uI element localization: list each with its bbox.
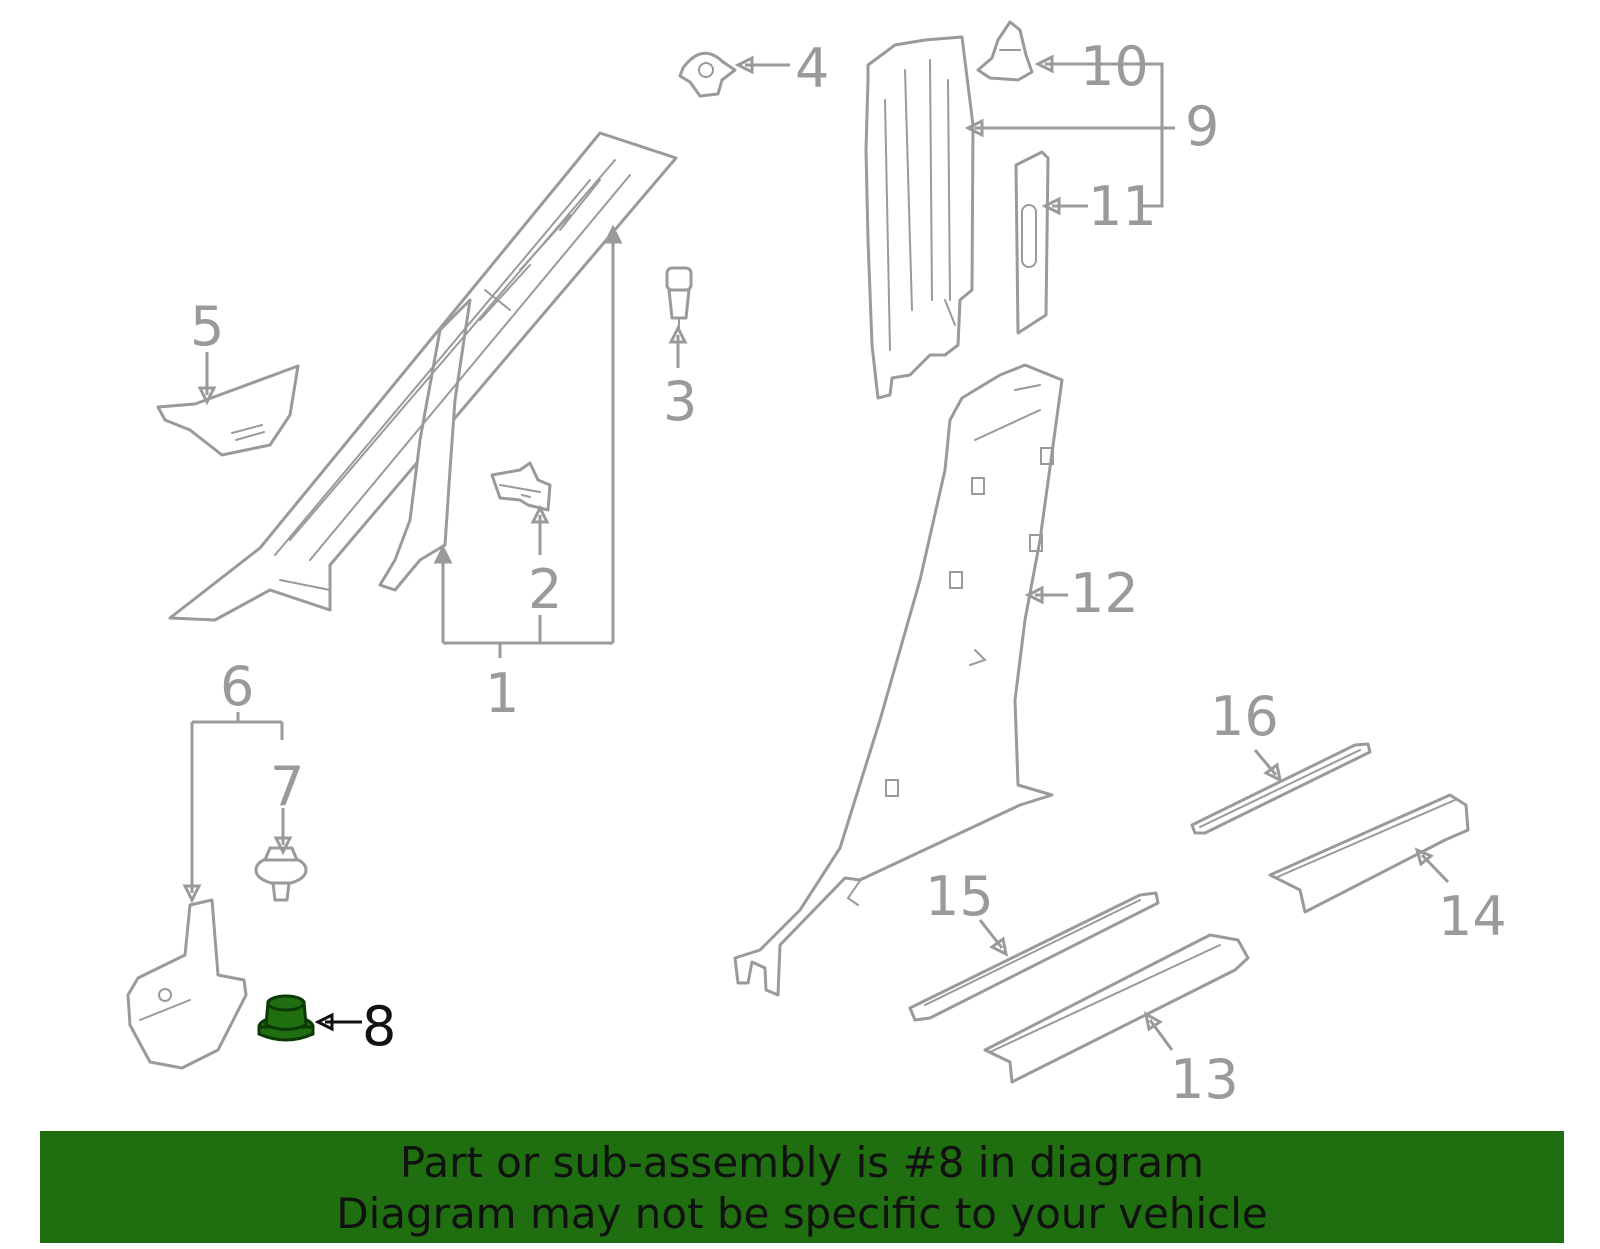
- callout-15[interactable]: 15: [925, 865, 994, 928]
- info-banner: Part or sub-assembly is #8 in diagram Di…: [40, 1131, 1564, 1243]
- part-10-clip[interactable]: [976, 20, 1034, 82]
- callout-4[interactable]: 4: [795, 37, 829, 100]
- leader-lines: [182, 54, 1450, 1051]
- part-16-scuff-strip[interactable]: [1190, 742, 1372, 835]
- callout-5[interactable]: 5: [190, 295, 224, 358]
- part-13-sill-plate[interactable]: [983, 933, 1250, 1084]
- part-9-b-pillar-upper-trim[interactable]: [864, 35, 975, 400]
- part-4-clip[interactable]: [678, 51, 737, 98]
- part-7-push-retainer[interactable]: [254, 846, 308, 902]
- callout-16[interactable]: 16: [1210, 685, 1279, 748]
- banner-line-2: Diagram may not be specific to your vehi…: [336, 1189, 1268, 1238]
- callout-10[interactable]: 10: [1080, 35, 1149, 98]
- callout-9[interactable]: 9: [1185, 95, 1219, 158]
- callout-6[interactable]: 6: [220, 655, 254, 718]
- part-6-lower-trim-cover[interactable]: [126, 898, 248, 1070]
- part-15-scuff-strip[interactable]: [908, 891, 1160, 1022]
- part-2-clip-bracket[interactable]: [490, 461, 552, 512]
- part-5-trim-cap[interactable]: [156, 364, 300, 457]
- part-12-b-pillar-lower-trim[interactable]: [733, 363, 1064, 997]
- callout-14[interactable]: 14: [1438, 885, 1507, 948]
- callout-13[interactable]: 13: [1170, 1048, 1239, 1111]
- callout-8[interactable]: 8: [362, 995, 396, 1058]
- callout-2[interactable]: 2: [528, 558, 562, 621]
- callout-11[interactable]: 11: [1088, 175, 1157, 238]
- callout-12[interactable]: 12: [1070, 562, 1139, 625]
- part-3-push-pin[interactable]: [665, 266, 693, 331]
- callout-7[interactable]: 7: [270, 755, 304, 818]
- part-8-flange-nut[interactable]: [257, 994, 315, 1042]
- part-14-rear-sill-plate[interactable]: [1268, 793, 1470, 914]
- part-11-seal-strip[interactable]: [1014, 150, 1050, 335]
- banner-line-1: Part or sub-assembly is #8 in diagram: [399, 1138, 1205, 1187]
- callout-1[interactable]: 1: [485, 662, 519, 725]
- callout-3[interactable]: 3: [663, 370, 697, 433]
- part-1-a-pillar-trim[interactable]: [168, 131, 678, 622]
